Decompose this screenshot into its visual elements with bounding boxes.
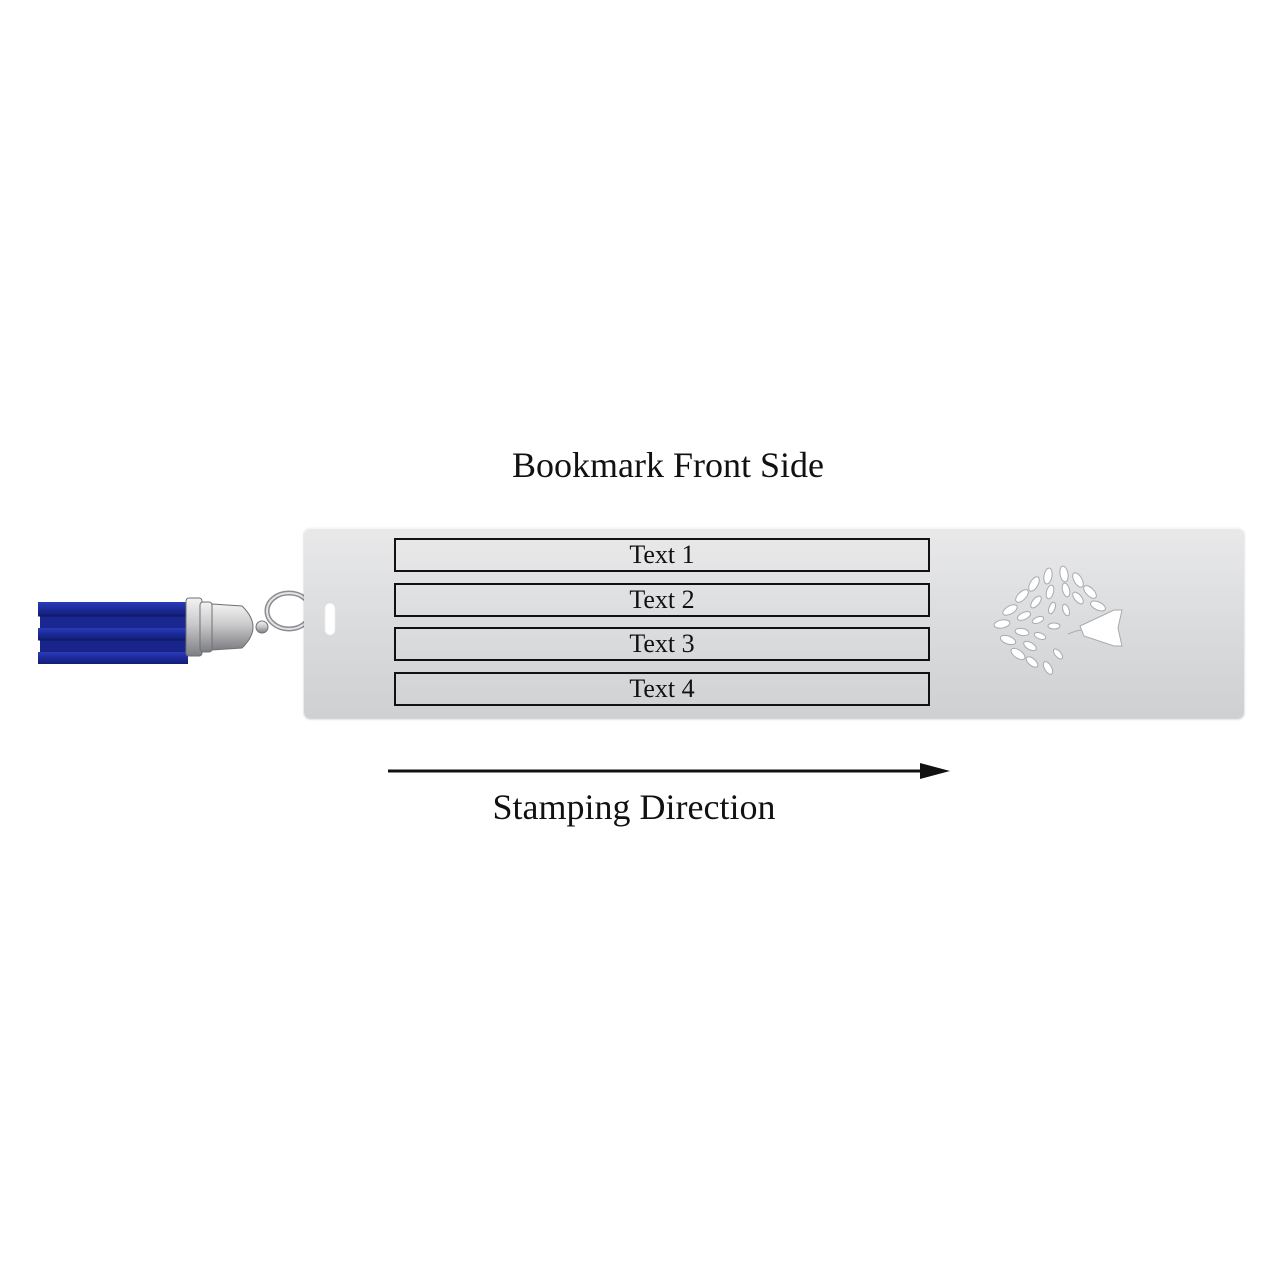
tree-of-life-icon (993, 565, 1123, 675)
bookmark-plate: Text 1 Text 2 Text 3 Text 4 (304, 528, 1244, 718)
text-field-4[interactable]: Text 4 (394, 672, 930, 706)
stamping-direction-label: Stamping Direction (492, 787, 776, 827)
bookmark-hole (324, 602, 336, 636)
page-title: Bookmark Front Side (512, 445, 824, 485)
text-field-2[interactable]: Text 2 (394, 583, 930, 617)
text-field-1[interactable]: Text 1 (394, 538, 930, 572)
arrow-right-icon (388, 763, 950, 779)
text-field-3[interactable]: Text 3 (394, 627, 930, 661)
tassel-icon (38, 590, 314, 664)
